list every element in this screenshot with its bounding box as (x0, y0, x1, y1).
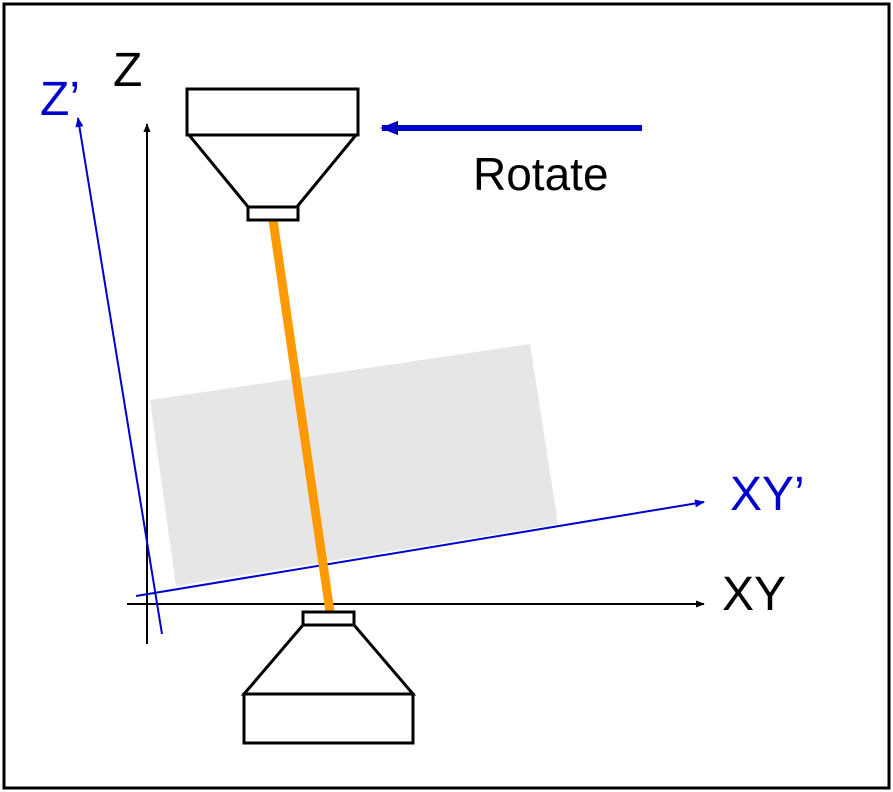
upper-lens-tip (246, 205, 300, 222)
z-prime-axis-label: Z’ (40, 73, 80, 126)
lower-lens-tip (301, 610, 356, 627)
upper-lens-assembly (185, 87, 360, 222)
specimen-plane (150, 344, 558, 586)
z-axis-label: Z (113, 44, 142, 97)
lower-lens-assembly (240, 610, 417, 745)
lower-lens-housing (242, 692, 415, 745)
xy-prime-axis (135, 499, 705, 597)
xy-axis-label: XY (722, 568, 786, 621)
xy-prime-axis-label: XY’ (730, 468, 805, 521)
rotate-label: Rotate (473, 148, 609, 200)
beam (268, 219, 335, 613)
z-prime-axis (75, 117, 163, 635)
upper-lens-housing (185, 87, 360, 137)
